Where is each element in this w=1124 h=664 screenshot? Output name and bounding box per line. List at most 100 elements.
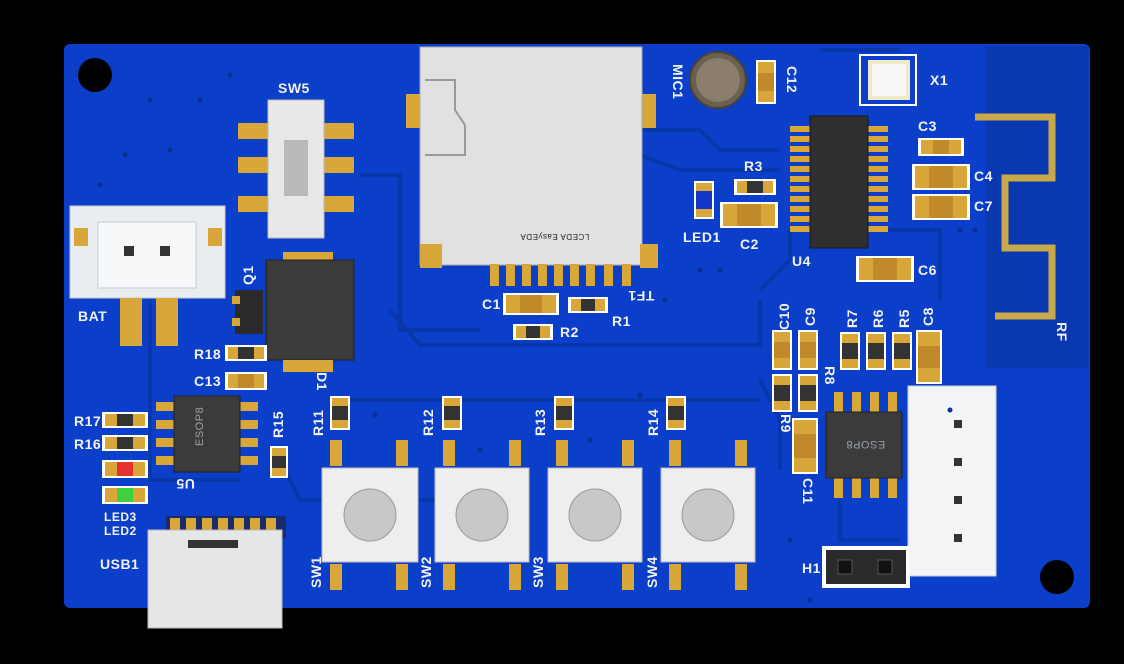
x1-crystal — [859, 54, 917, 106]
audio-amp-chip — [825, 392, 903, 498]
label-u4: U4 — [792, 253, 811, 269]
label-r16: R16 — [74, 436, 102, 452]
passive-r16 — [102, 435, 148, 451]
label-led1: LED1 — [683, 229, 721, 245]
passive-c2 — [720, 202, 778, 228]
label-c4: C4 — [974, 168, 993, 184]
label-r15: R15 — [270, 410, 286, 438]
passive-r8 — [798, 374, 818, 412]
sw2-tactile-button — [434, 440, 530, 590]
label-r14: R14 — [645, 408, 661, 436]
label-c12: C12 — [784, 66, 800, 94]
h1-header — [822, 546, 910, 588]
passive-c3 — [918, 138, 964, 156]
label-led3: LED3 — [104, 510, 137, 524]
passive-c10 — [772, 330, 792, 370]
label-h1: H1 — [802, 560, 821, 576]
speaker-connector — [907, 385, 997, 577]
passive-r17 — [102, 412, 148, 428]
usb1-connector — [147, 516, 286, 629]
passive-c6 — [856, 256, 914, 282]
passive-c4 — [912, 164, 970, 190]
label-r3: R3 — [744, 158, 763, 174]
passive-c7 — [912, 194, 970, 220]
passive-r18 — [225, 345, 267, 361]
label-c13: C13 — [194, 373, 222, 389]
passive-c11 — [792, 418, 818, 474]
passive-r9 — [772, 374, 792, 412]
passive-r6 — [866, 332, 886, 370]
passive-r5 — [892, 332, 912, 370]
label-r11: R11 — [310, 409, 326, 436]
label-bat: BAT — [78, 308, 108, 324]
label-sw3: SW3 — [530, 556, 546, 588]
label-c10: C10 — [776, 302, 792, 330]
label-r2: R2 — [560, 324, 579, 340]
label-r6: R6 — [870, 309, 886, 328]
passive-c12 — [756, 60, 776, 104]
label-q1: Q1 — [240, 265, 256, 285]
passive-c13 — [225, 372, 267, 390]
passive-c1 — [503, 293, 559, 315]
u4-chip — [790, 115, 888, 249]
label-tf1: TF1 — [628, 288, 655, 304]
label-c1: C1 — [482, 296, 501, 312]
sw5-slide-switch — [238, 99, 354, 239]
d1-diode — [265, 252, 355, 372]
passive-r7 — [840, 332, 860, 370]
sw1-tactile-button — [321, 440, 419, 590]
label-r5: R5 — [896, 309, 912, 328]
label-r17: R17 — [74, 413, 102, 429]
label-u5: U5 — [176, 476, 195, 492]
u5-chip-marking: ESOP8 — [194, 406, 206, 446]
label-c7: C7 — [974, 198, 993, 214]
label-r9: R9 — [778, 414, 794, 433]
u5-chip — [156, 395, 258, 473]
q1-transistor — [232, 290, 263, 334]
label-c2: C2 — [740, 236, 759, 252]
label-usb1: USB1 — [100, 556, 140, 572]
led3-red — [102, 460, 148, 478]
vias — [97, 72, 978, 603]
mount-hole-top-left — [73, 53, 117, 97]
label-sw2: SW2 — [418, 556, 434, 588]
passive-r12 — [442, 396, 462, 430]
antenna-area — [985, 46, 1088, 368]
label-c6: C6 — [918, 262, 937, 278]
passive-r3 — [734, 179, 776, 195]
label-rf: RF — [1054, 322, 1070, 342]
label-r13: R13 — [532, 408, 548, 436]
passive-r13 — [554, 396, 574, 430]
sw3-tactile-button — [547, 440, 643, 590]
label-c8: C8 — [920, 307, 936, 326]
passive-r1 — [568, 297, 608, 313]
sd-card-logo: LCEDA EasyEDA — [520, 232, 590, 241]
passive-r14 — [666, 396, 686, 430]
led1-blue — [694, 181, 714, 219]
passive-c8 — [916, 330, 942, 384]
label-r12: R12 — [420, 408, 436, 436]
chip2-marking: ESOP8 — [846, 438, 886, 450]
label-c11: C11 — [800, 478, 816, 505]
rf-antenna-trace — [975, 113, 1056, 320]
passive-r11 — [330, 396, 350, 430]
label-sw5: SW5 — [278, 80, 310, 96]
bat-connector — [69, 205, 226, 346]
label-led2: LED2 — [104, 524, 137, 538]
label-x1: X1 — [930, 72, 949, 88]
label-r8: R8 — [822, 366, 838, 385]
label-sw4: SW4 — [644, 556, 660, 588]
label-r1: R1 — [612, 313, 631, 329]
led2-green — [102, 486, 148, 504]
passive-r2 — [513, 324, 553, 340]
label-r7: R7 — [844, 309, 860, 328]
label-mic1: MIC1 — [670, 64, 686, 100]
passive-c9 — [798, 330, 818, 370]
passive-r15 — [270, 446, 288, 478]
sw4-tactile-button — [660, 440, 756, 590]
label-c3: C3 — [918, 118, 937, 134]
label-sw1: SW1 — [308, 556, 324, 588]
label-d1: D1 — [314, 372, 330, 391]
label-c9: C9 — [802, 307, 818, 326]
